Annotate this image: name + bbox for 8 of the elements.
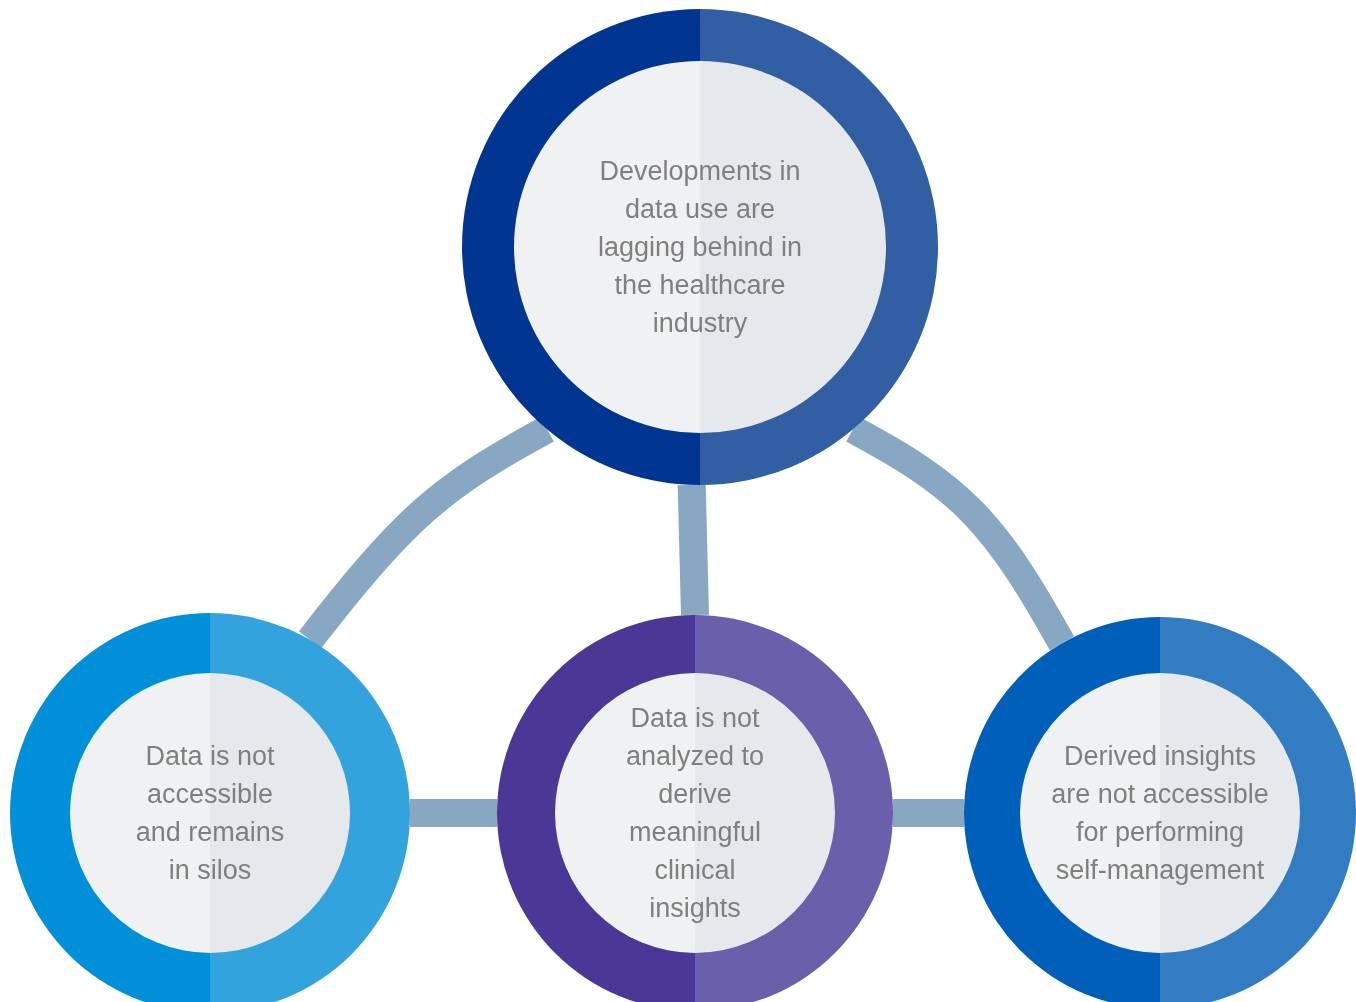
- circle-text: Derived insights are not accessible for performing self-management: [1050, 740, 1270, 887]
- circle-text: Data is not accessible and remains in silos: [135, 740, 285, 887]
- connector-band: [846, 417, 1075, 651]
- connector-band: [677, 484, 709, 616]
- circle-text: Data is not analyzed to derive meaningful clinical insights: [624, 702, 766, 925]
- circle-text: Developments in data use are lagging behind in the healthcare industry: [596, 155, 804, 340]
- connector-band: [299, 417, 554, 649]
- connector-band: [410, 799, 497, 827]
